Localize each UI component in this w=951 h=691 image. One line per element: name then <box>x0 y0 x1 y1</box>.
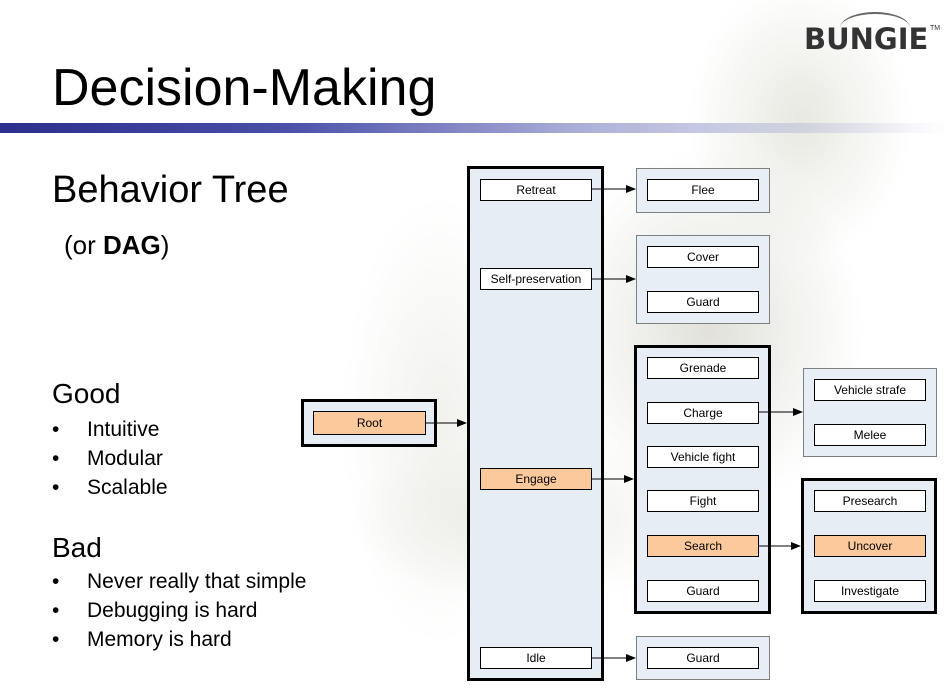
dag-bold: DAG <box>103 230 161 260</box>
bad-item: Never really that simple <box>52 567 306 596</box>
logo-trademark: TM <box>930 25 941 32</box>
dag-open: (or <box>64 230 103 260</box>
bad-item: Debugging is hard <box>52 596 306 625</box>
node-guard-engage: Guard <box>647 580 759 602</box>
node-melee: Melee <box>814 424 926 446</box>
node-root: Root <box>313 411 426 435</box>
logo-text: BUNGIE <box>804 22 929 56</box>
bad-heading: Bad <box>52 532 102 563</box>
level1-group <box>467 166 604 681</box>
node-fight: Fight <box>647 490 759 512</box>
slide-title: Decision-Making <box>52 59 437 117</box>
subtitle: Behavior Tree <box>52 169 289 211</box>
engage-children-group <box>634 345 771 614</box>
node-guard-selfpres: Guard <box>647 291 759 313</box>
dag-note: (or DAG) <box>64 229 169 261</box>
node-flee: Flee <box>647 179 759 201</box>
bad-item: Memory is hard <box>52 625 306 654</box>
node-search: Search <box>647 535 759 557</box>
node-engage: Engage <box>480 468 592 490</box>
node-self-preservation: Self-preservation <box>480 268 592 290</box>
bad-list: Never really that simple Debugging is ha… <box>52 567 306 654</box>
node-cover: Cover <box>647 246 759 268</box>
title-underline-bar <box>0 123 951 133</box>
node-uncover: Uncover <box>814 535 926 557</box>
node-presearch: Presearch <box>814 490 926 512</box>
node-vehicle-strafe: Vehicle strafe <box>814 379 926 401</box>
node-guard-idle: Guard <box>647 647 759 669</box>
good-item: Modular <box>52 444 168 473</box>
good-heading: Good <box>52 378 121 409</box>
good-item: Intuitive <box>52 415 168 444</box>
node-investigate: Investigate <box>814 580 926 602</box>
node-vehicle-fight: Vehicle fight <box>647 446 759 468</box>
node-charge: Charge <box>647 402 759 424</box>
node-grenade: Grenade <box>647 357 759 379</box>
node-retreat: Retreat <box>480 179 592 201</box>
good-list: Intuitive Modular Scalable <box>52 415 168 502</box>
logo-arc <box>840 12 910 44</box>
good-item: Scalable <box>52 473 168 502</box>
node-idle: Idle <box>480 647 592 669</box>
dag-close: ) <box>160 230 170 260</box>
